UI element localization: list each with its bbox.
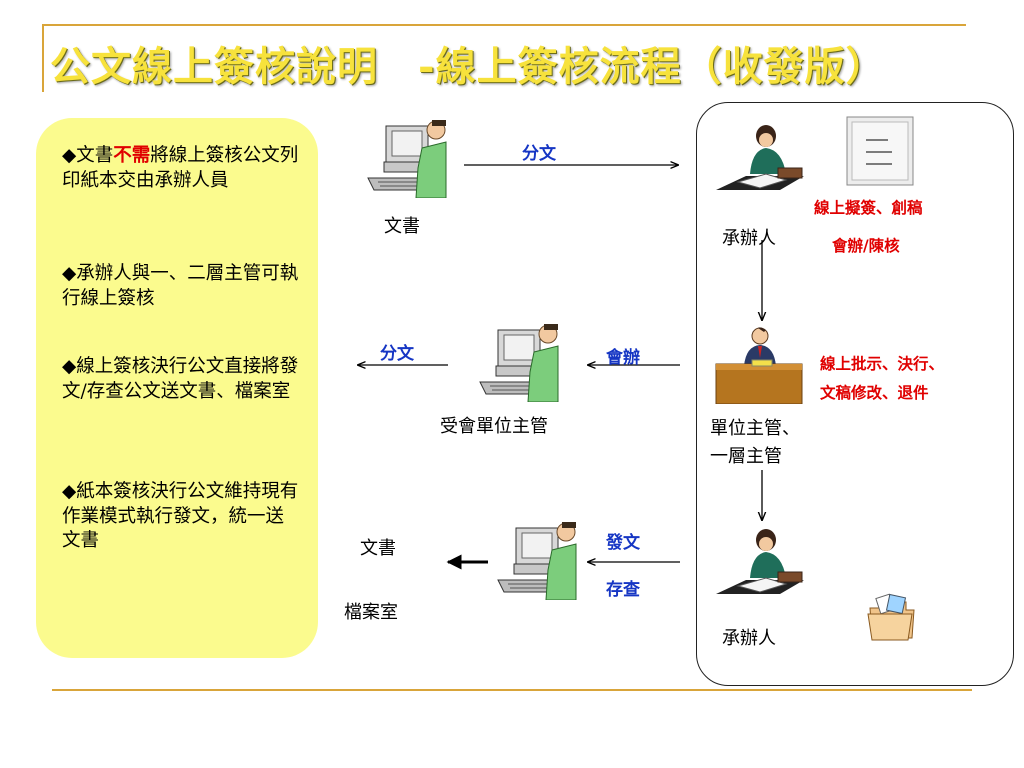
handler-bottom-person-icon [716,529,804,594]
folder-icon [867,593,915,641]
node-supervisor-line2: 一層主管 [710,446,782,467]
receiving-supervisor-computer-icon [479,324,559,402]
supervisor-person-icon [715,327,803,404]
node-supervisor-line1: 單位主管、 [710,418,800,439]
page-title-sub: -線上簽核流程（收發版） [418,43,887,90]
note-highlight: 不需 [113,145,151,166]
label-joint-review: 會辦 [606,348,640,368]
node-clerk-top: 文書 [384,216,420,237]
label-send-out: 發文 [606,533,640,553]
send-out-computer-icon [497,522,577,600]
title-top-rule [44,24,966,26]
bottom-rule [52,689,972,691]
label-archive-check: 存查 [606,580,640,600]
note-item-3: ◆線上簽核決行公文直接將發文/存查公文送文書、檔案室 [62,356,299,402]
action-supervisor-line2: 文稿修改、退件 [820,383,929,402]
notes-box [36,118,318,658]
label-distribute-top: 分文 [522,144,556,164]
action-handler-line2: 會辦/陳核 [832,236,900,255]
handler-panel [696,102,1014,686]
clerk-computer-icon [367,120,447,198]
note-item-1: ◆文書不需將線上簽核公文列印紙本交由承辦人員 [62,145,299,191]
action-supervisor-line1: 線上批示、決行、 [820,354,945,373]
node-handler-top: 承辦人 [722,228,776,249]
handler-top-person-icon [716,125,804,190]
document-icon [846,116,914,186]
node-receiving-supervisor: 受會單位主管 [440,416,548,437]
page-title: 公文線上簽核說明 -線上簽核流程（收發版） [50,34,887,92]
note-item-2: ◆承辦人與一、二層主管可執行線上簽核 [62,263,299,309]
label-distribute-left: 分文 [380,344,414,364]
action-handler-line1: 線上擬簽、創稿 [814,198,923,217]
title-left-rule [42,24,44,92]
node-archive: 檔案室 [344,602,398,623]
note-item-4: ◆紙本簽核決行公文維持現有作業模式執行發文，統一送文書 [62,481,299,551]
node-handler-bottom: 承辦人 [722,628,776,649]
node-clerk-bottom: 文書 [360,538,396,559]
page-title-main: 公文線上簽核說明 [50,43,378,90]
